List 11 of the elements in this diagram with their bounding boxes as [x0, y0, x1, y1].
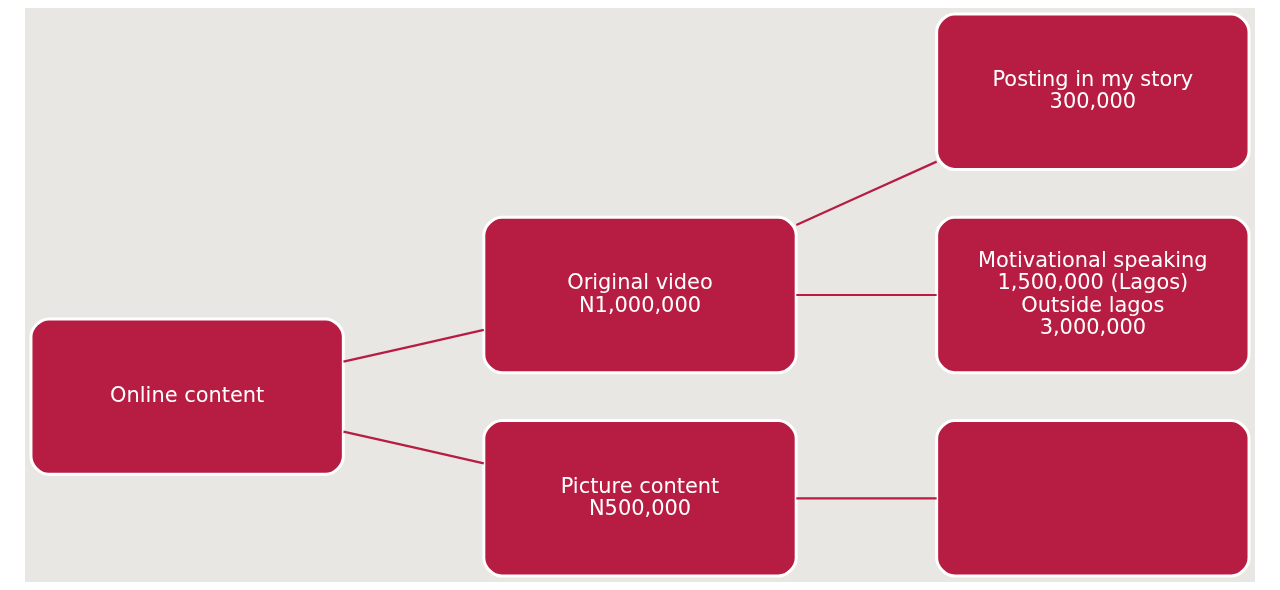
connector — [343, 430, 485, 465]
node-box: Online content — [29, 317, 345, 476]
node-box: Posting in my story 300,000 — [935, 12, 1251, 171]
connector — [796, 293, 937, 297]
connector — [795, 160, 938, 227]
node-box: Motivational speaking 1,500,000 (Lagos) Outside lagos 3,000,000 — [935, 215, 1251, 375]
node-box — [935, 419, 1251, 578]
node-box: Original video N1,000,000 — [482, 215, 798, 375]
connector — [343, 328, 485, 363]
connector — [796, 497, 937, 500]
node-box: Picture content N500,000 — [482, 419, 798, 578]
